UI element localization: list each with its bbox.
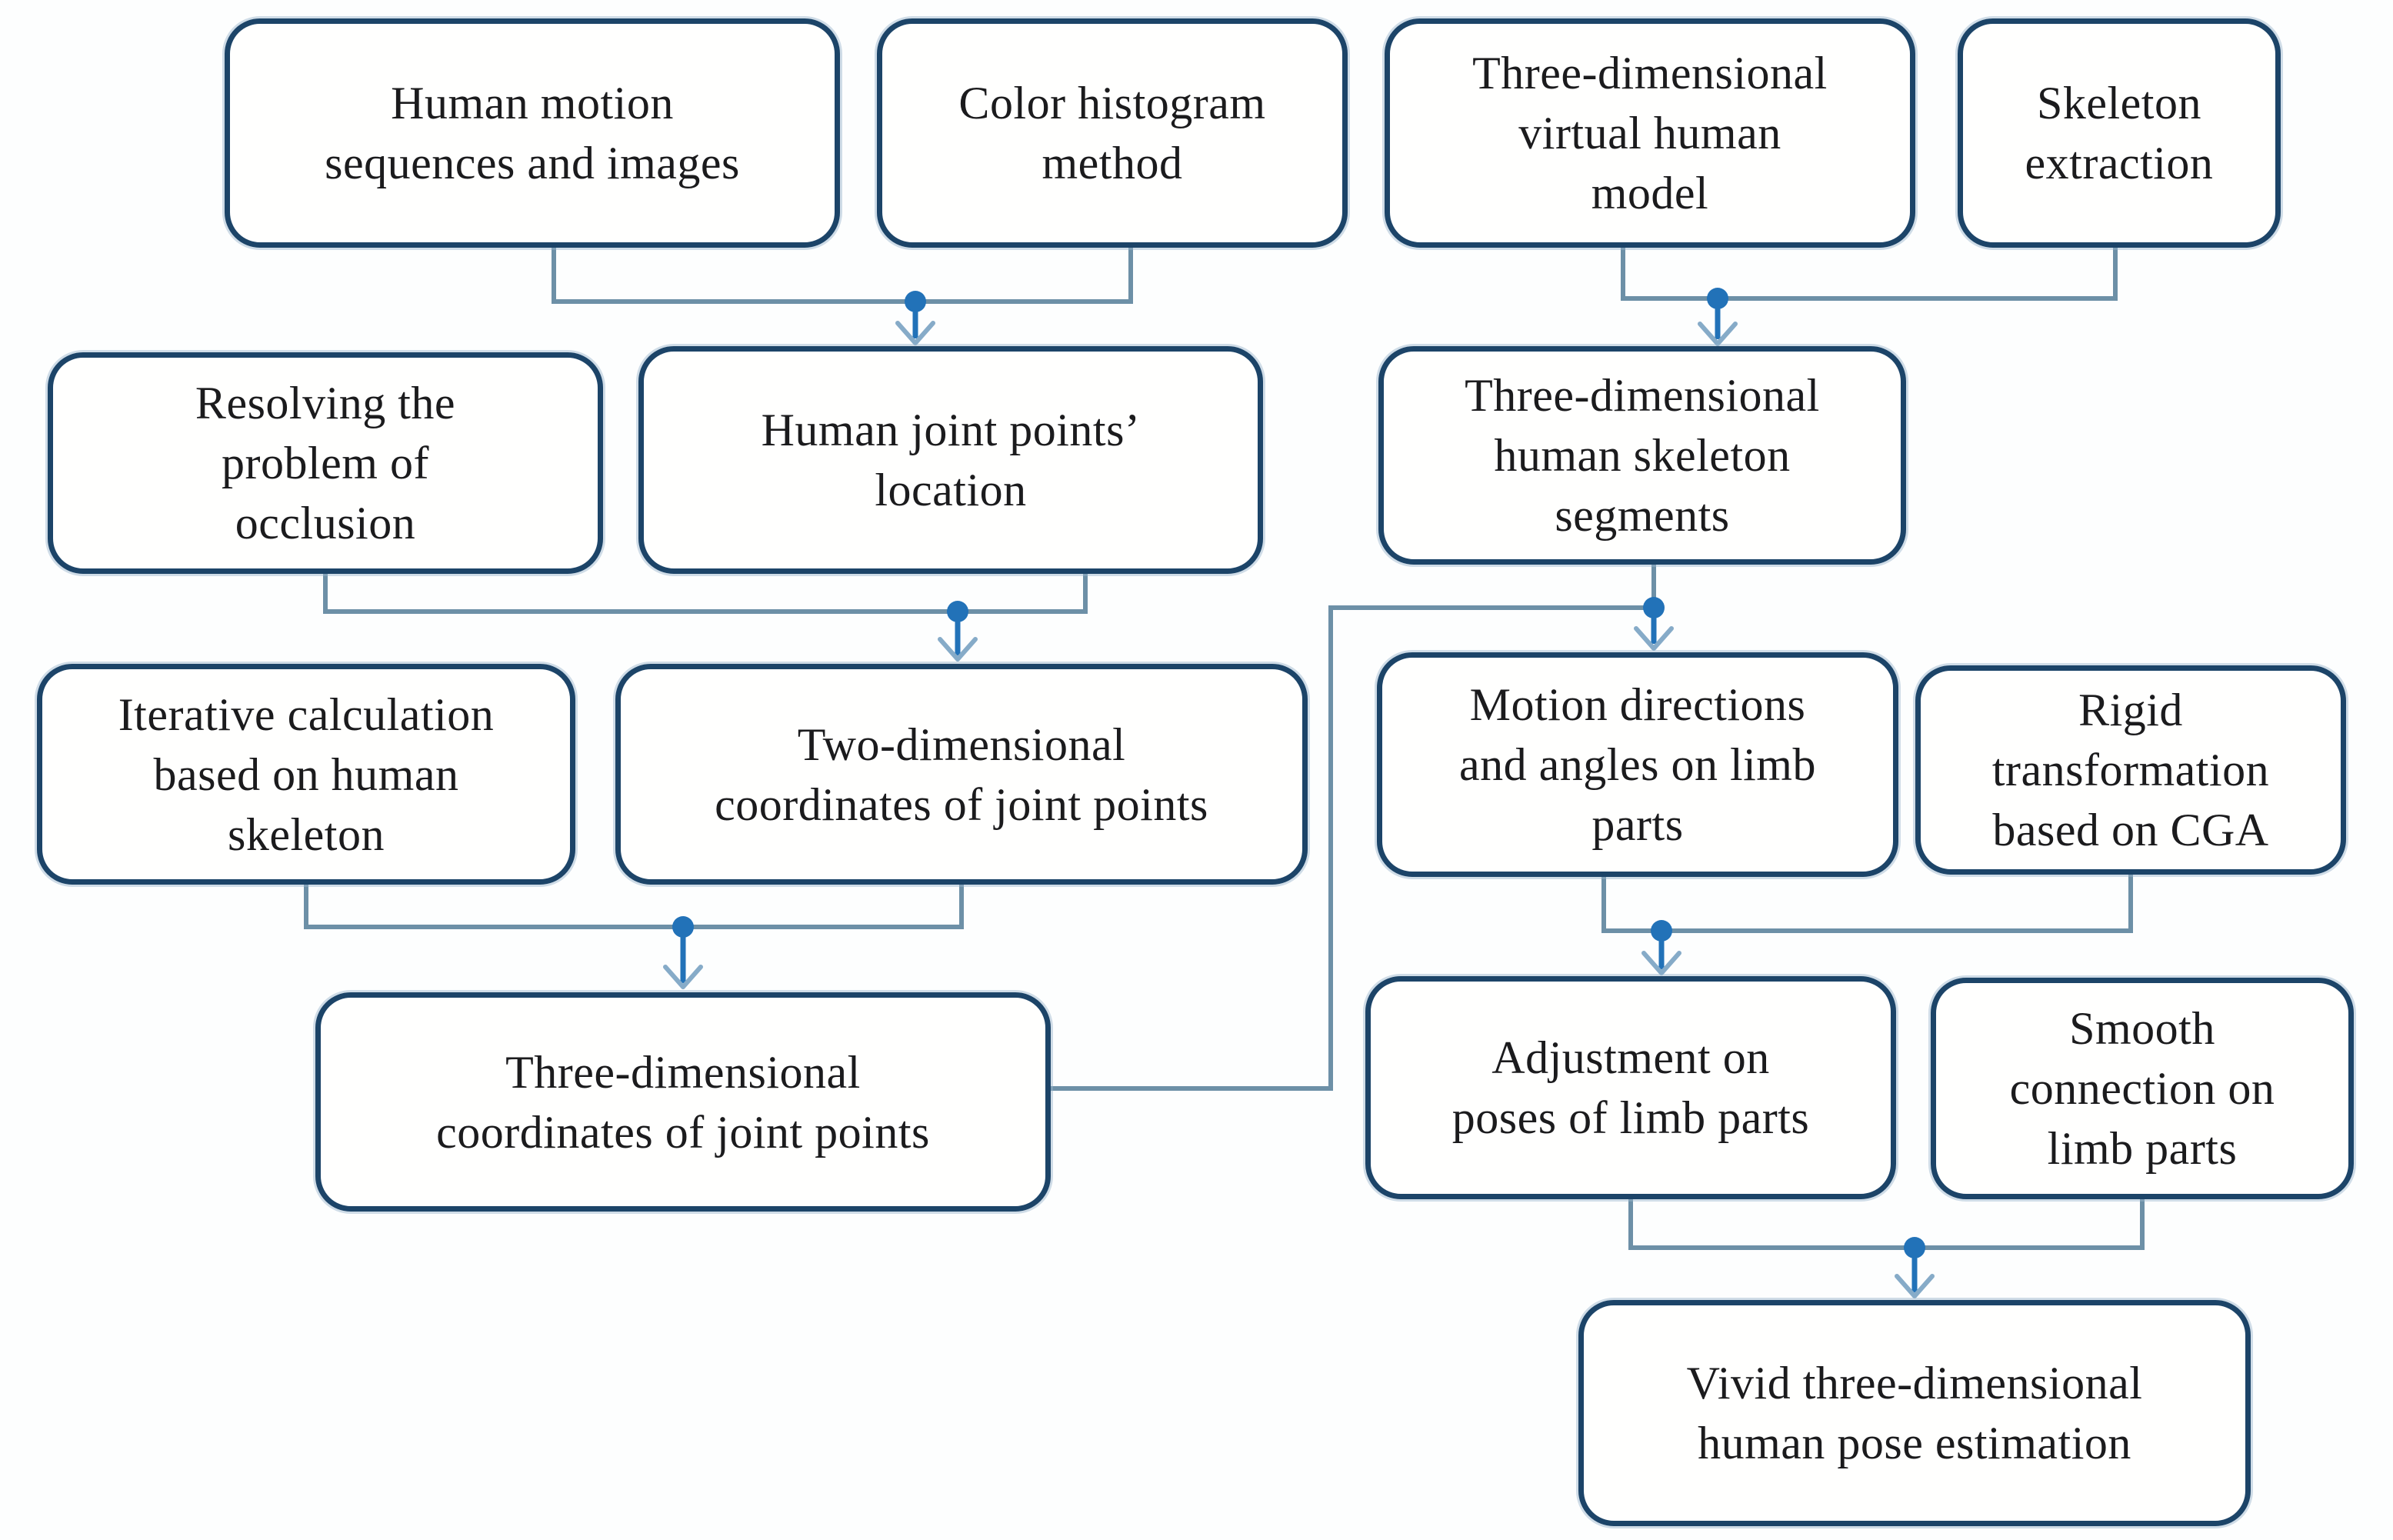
connector-line	[323, 574, 1088, 614]
node-label: Adjustment on poses of limb parts	[1451, 1032, 1810, 1143]
junction-dot	[1643, 597, 1665, 618]
arrowhead-icon	[1634, 626, 1674, 651]
merge-adjustment-smooth-to-vivid	[1628, 1199, 2145, 1298]
arrowhead-icon	[663, 965, 703, 989]
arrowhead-icon	[1641, 951, 1681, 975]
connector-line	[304, 885, 964, 929]
node-human-motion: Human motion sequences and images	[225, 18, 840, 248]
node-label: Motion directions and angles on limb par…	[1459, 679, 1816, 850]
node-label: Human motion sequences and images	[325, 78, 740, 188]
node-iterative-calc: Iterative calculation based on human ske…	[37, 664, 575, 885]
connector-line	[1621, 248, 2118, 301]
node-label: Color histogram method	[958, 78, 1266, 188]
junction-dot	[947, 601, 968, 622]
node-adjustment: Adjustment on poses of limb parts	[1365, 976, 1896, 1199]
merge-occlusion-joint-location-to-coords-2d	[323, 574, 1088, 662]
junction-dot	[905, 291, 926, 312]
connector-line	[1628, 1199, 2145, 1250]
junction-dot	[1651, 920, 1672, 942]
node-label: Smooth connection on limb parts	[2009, 1003, 2275, 1174]
arrowhead-icon	[895, 321, 935, 345]
merge-human-motion-color-histogram-to-joint-location	[552, 248, 1133, 345]
node-label: Resolving the problem of occlusion	[195, 378, 456, 548]
node-motion-directions: Motion directions and angles on limb par…	[1377, 652, 1898, 877]
node-label: Vivid three-dimensional human pose estim…	[1686, 1358, 2143, 1468]
node-label: Three-dimensional virtual human model	[1472, 48, 1828, 218]
connector-line	[1601, 875, 2133, 933]
arrowhead-icon	[938, 637, 978, 662]
arrowhead-icon	[1895, 1274, 1935, 1298]
node-smooth: Smooth connection on limb parts	[1931, 978, 2354, 1199]
junction-dot	[1707, 288, 1728, 309]
node-rigid-cga: Rigid transformation based on CGA	[1915, 665, 2346, 875]
node-occlusion: Resolving the problem of occlusion	[48, 352, 603, 574]
node-label: Two-dimensional coordinates of joint poi…	[715, 718, 1208, 830]
node-virtual-model: Three-dimensional virtual human model	[1385, 18, 1915, 248]
node-coords-2d: Two-dimensional coordinates of joint poi…	[615, 664, 1308, 885]
node-coords-3d: Three-dimensional coordinates of joint p…	[315, 992, 1051, 1212]
connector-line	[1051, 605, 1654, 1091]
node-label: Three-dimensional human skeleton segment…	[1465, 370, 1820, 541]
node-joint-location: Human joint points’ location	[638, 346, 1263, 574]
node-label: Human joint points’ location	[761, 405, 1141, 515]
node-label: Rigid transformation based on CGA	[1991, 685, 2270, 855]
arrowhead-icon	[1698, 322, 1738, 346]
node-vivid: Vivid three-dimensional human pose estim…	[1578, 1300, 2251, 1526]
node-skeleton-extraction: Skeleton extraction	[1958, 18, 2281, 248]
node-skeleton-segments: Three-dimensional human skeleton segment…	[1378, 346, 1906, 565]
node-color-histogram: Color histogram method	[877, 18, 1348, 248]
junction-dot	[1904, 1237, 1925, 1258]
junction-dot	[672, 916, 694, 938]
node-label: Three-dimensional coordinates of joint p…	[436, 1046, 930, 1158]
node-label: Skeleton extraction	[2025, 78, 2214, 188]
merge-virtual-model-skeleton-extraction-to-skeleton-segments	[1621, 248, 2118, 346]
merge-iterative-calc-coords-2d-to-coords-3d	[304, 885, 964, 989]
node-label: Iterative calculation based on human ske…	[118, 688, 495, 860]
connector-line	[552, 248, 1133, 304]
merge-skeleton-segments-coords-3d-to-motion-directions	[1051, 565, 1674, 1091]
merge-motion-directions-rigid-cga-to-adjustment	[1601, 875, 2133, 975]
